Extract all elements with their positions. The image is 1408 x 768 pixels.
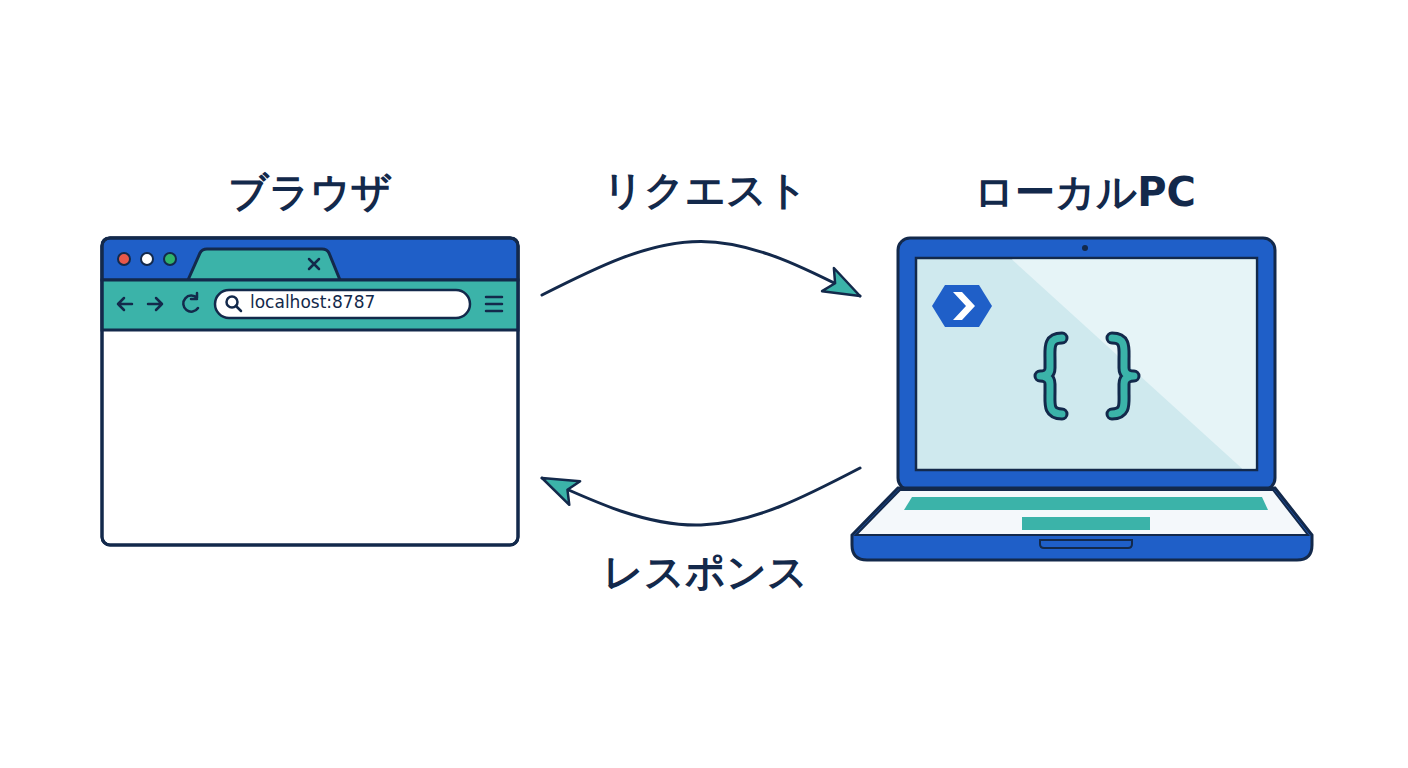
window-dot	[141, 253, 153, 265]
edge-label: リクエスト	[603, 166, 808, 214]
node-heading: ローカルPC	[885, 168, 1285, 216]
laptop-deck	[856, 490, 1308, 535]
forward-icon	[148, 298, 162, 310]
flow-arrow	[542, 241, 860, 296]
brace-fill	[1040, 338, 1062, 414]
keyboard	[904, 497, 1268, 510]
toolbar	[102, 280, 518, 330]
app-logo	[932, 285, 992, 327]
browser-window	[102, 238, 518, 545]
reload-icon	[183, 293, 198, 312]
laptop-base	[852, 488, 1312, 560]
browser-node: ブラウザ localhost:8787	[102, 160, 542, 550]
window-outline	[102, 238, 518, 545]
tab-close-icon	[309, 259, 319, 269]
laptop	[852, 238, 1312, 560]
title-bar	[102, 238, 518, 280]
brace-fill	[1112, 338, 1134, 414]
flow-arrow	[542, 468, 860, 525]
search-icon-handle	[236, 306, 241, 311]
address-bar	[215, 290, 470, 318]
code-braces-icon	[1040, 338, 1134, 414]
browser-tab	[188, 249, 340, 280]
window-dot	[164, 253, 176, 265]
trackpad	[1022, 517, 1150, 530]
window-frame	[102, 238, 518, 545]
computer-node: ローカルPC	[860, 160, 1312, 562]
brace-outline	[1040, 338, 1062, 414]
screen-glare	[1012, 260, 1256, 469]
app-logo-chevron	[953, 292, 975, 320]
camera	[1082, 245, 1088, 251]
node-heading: ブラウザ	[102, 168, 518, 216]
back-icon	[118, 298, 132, 310]
laptop-screen	[916, 258, 1257, 470]
laptop-notch	[1040, 540, 1132, 548]
menu-icon	[486, 297, 502, 311]
url-text: localhost:8787	[250, 292, 465, 312]
window-dot	[118, 253, 130, 265]
brace-outline	[1112, 338, 1134, 414]
edge-label: レスポンス	[603, 548, 808, 596]
laptop-lid	[898, 238, 1275, 490]
